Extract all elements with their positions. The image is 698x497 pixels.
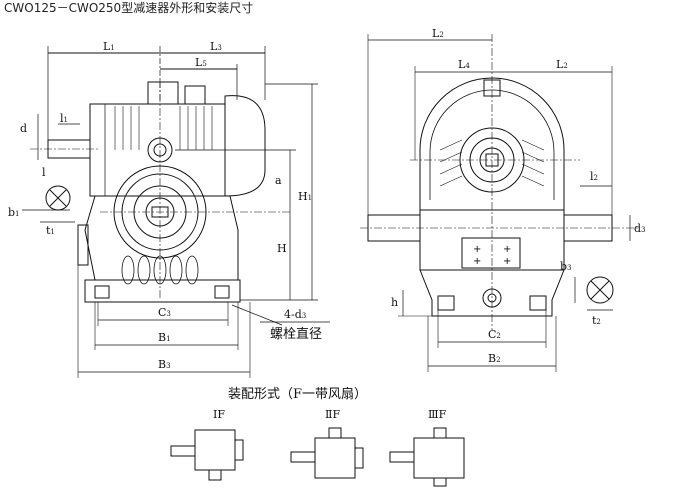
fan-cover	[224, 95, 266, 197]
dim-label-t2: t2	[592, 314, 601, 327]
assembly-form-3	[389, 427, 465, 487]
oil-plug	[147, 81, 179, 105]
svg-text:+: +	[473, 244, 481, 255]
dim-label-l2-top: L2	[432, 27, 444, 40]
dim-label-l4: L4	[458, 58, 470, 71]
assembly-forms: 装配形式（F一带风扇） ⅠF ⅡF ⅢF	[170, 386, 465, 487]
dim-label-l: l	[42, 166, 46, 179]
dim-label-l2: L2	[556, 58, 568, 71]
base-ribs	[121, 255, 199, 285]
dim-label-l5: L5	[195, 56, 207, 69]
dim-label-l3: L3	[210, 40, 222, 53]
dim-label-b1-base: B1	[158, 331, 171, 344]
dim-label-d3-side: d3	[634, 222, 646, 235]
svg-text:+: +	[503, 256, 511, 267]
assembly-form-2	[290, 427, 364, 479]
dim-label-h-side: h	[391, 296, 398, 309]
assembly-form-1-label: ⅠF	[213, 408, 225, 421]
svg-text:+: +	[473, 256, 481, 267]
dim-label-h: H	[277, 242, 287, 255]
assembly-form-3-label: ⅢF	[428, 408, 447, 421]
dim-label-l2-shaft: l2	[590, 170, 598, 183]
dim-label-b2: B2	[488, 352, 501, 365]
gear-housing-round	[419, 77, 565, 211]
svg-text:+: +	[503, 244, 511, 255]
assembly-title: 装配形式（F一带风扇）	[228, 386, 367, 402]
assembly-form-1	[170, 429, 244, 481]
side-view: L2 L4 L2 + + + + l2	[360, 27, 646, 372]
bolt-diameter-label: 螺栓直径	[270, 327, 322, 342]
dim-label-b3: B3	[158, 358, 171, 371]
drain-plug	[482, 288, 502, 308]
dim-label-a: a	[275, 174, 282, 187]
dim-label-d: d	[20, 122, 27, 135]
dim-label-t1: t1	[46, 224, 55, 237]
output-keyway-section	[586, 276, 614, 304]
side-cooling-fins	[439, 139, 545, 187]
assembly-form-2-label: ⅡF	[325, 408, 340, 421]
dim-label-b3-side: b3	[560, 260, 572, 273]
side-base	[419, 269, 565, 317]
dim-label-h1: H1	[298, 190, 312, 203]
dim-label-l1-shaft: l1	[60, 112, 68, 125]
dim-label-c3: C3	[158, 306, 171, 319]
cooling-fins	[114, 106, 213, 150]
dim-label-c2: C2	[488, 328, 501, 341]
dim-label-d3-bolt: 4-d3	[284, 308, 306, 321]
diagram-caption: CWO125－CWO250型减速器外形和安装尺寸	[4, 1, 254, 15]
dim-label-l1: L1	[103, 40, 115, 53]
front-view: L1 L3 L5 d l1 l b1 t1	[8, 40, 330, 378]
dim-label-b1: b1	[8, 206, 20, 219]
housing-lower	[419, 209, 565, 271]
nameplate	[461, 237, 521, 269]
oil-fill-cap	[483, 79, 501, 97]
mounting-base	[84, 279, 241, 303]
